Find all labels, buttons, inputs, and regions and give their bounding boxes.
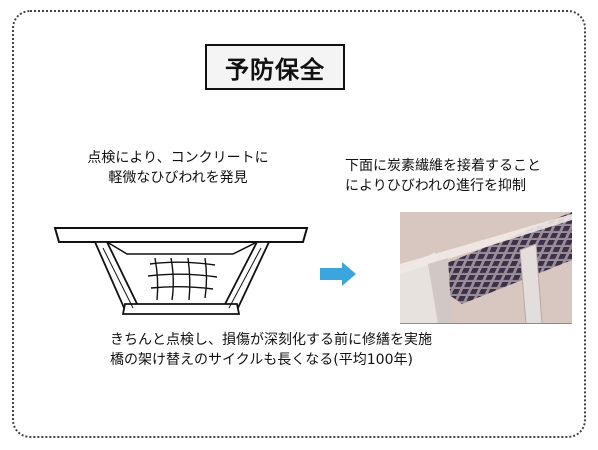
- bottom-note-line: きちんと点検し、損傷が深刻化する前に修繕を実施: [110, 332, 432, 348]
- bridge-crack-sketch: [53, 227, 309, 315]
- right-caption-line: によりひびわれの進行を抑制: [345, 178, 527, 194]
- slide-frame: [12, 10, 586, 438]
- right-caption: 下面に炭素繊維を接着すること によりひびわれの進行を抑制: [345, 156, 590, 196]
- carbon-fiber-photo: [400, 212, 572, 324]
- arrow-right-icon: [320, 262, 356, 286]
- bottom-note-line: 橋の架け替えのサイクルも長くなる(平均100年): [110, 352, 413, 368]
- slide-title: 予防保全: [205, 44, 345, 90]
- crack-lines: [147, 257, 218, 301]
- left-caption-line: 点検により、コンクリートに: [87, 150, 269, 166]
- left-caption: 点検により、コンクリートに 軽微なひびわれを発見: [78, 148, 278, 188]
- bottom-note: きちんと点検し、損傷が深刻化する前に修繕を実施 橋の架け替えのサイクルも長くなる…: [110, 330, 550, 370]
- right-caption-line: 下面に炭素繊維を接着すること: [345, 158, 541, 174]
- left-caption-line: 軽微なひびわれを発見: [108, 170, 248, 186]
